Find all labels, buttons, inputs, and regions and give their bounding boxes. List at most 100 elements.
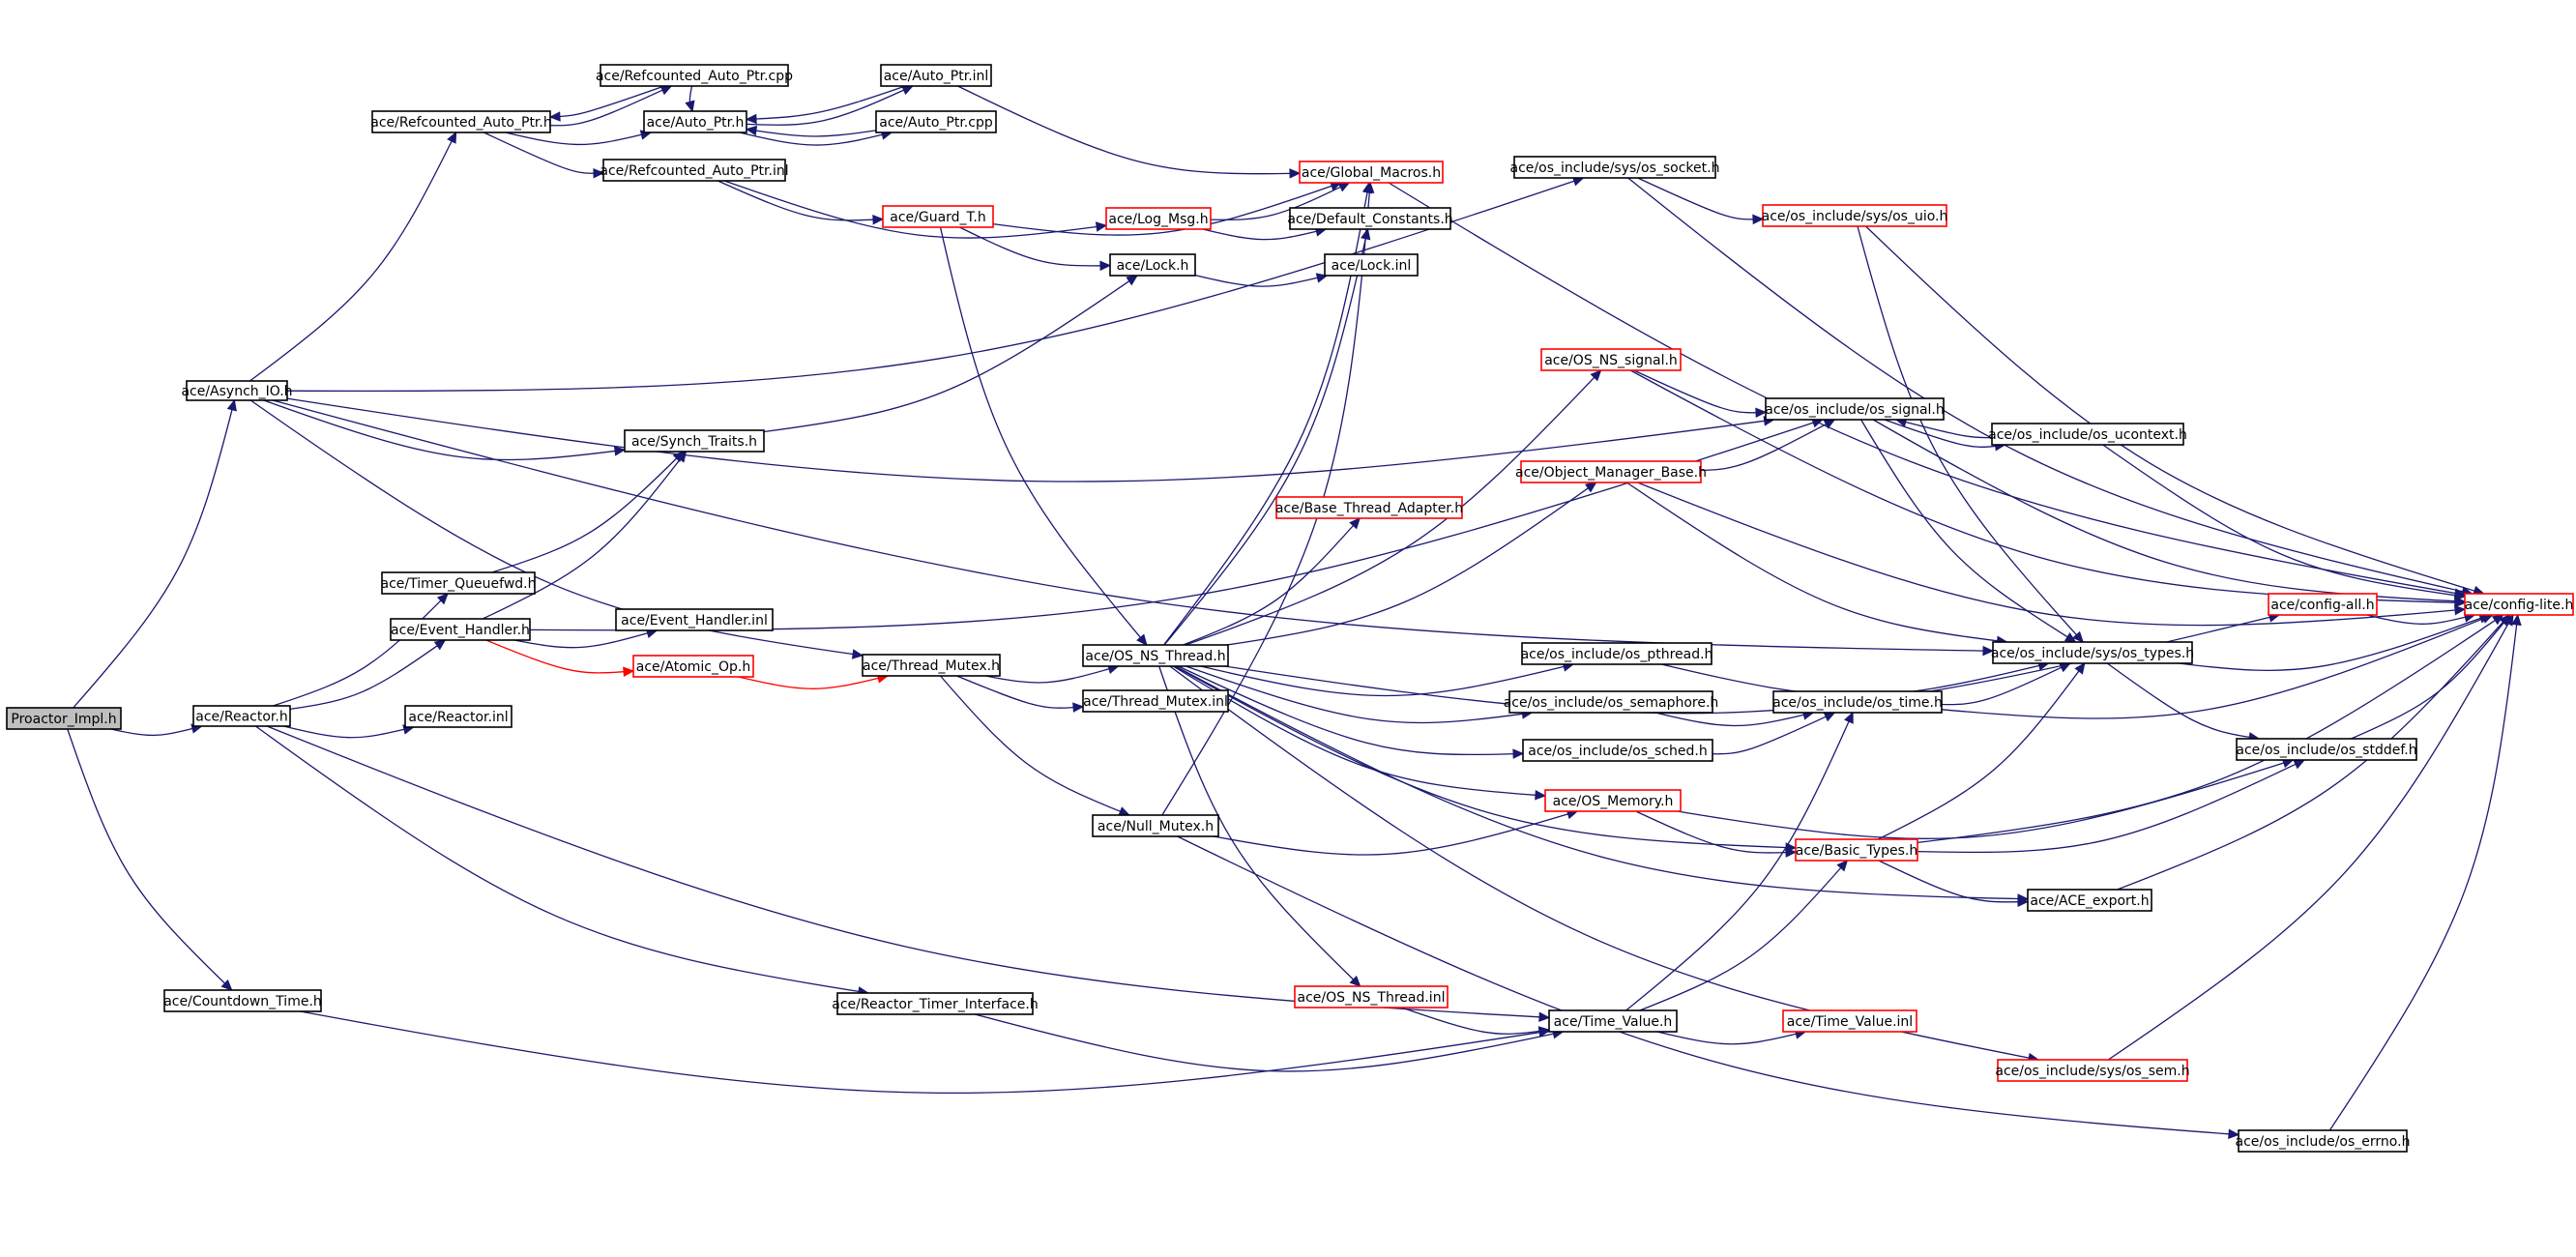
edge-proactor_impl-to-countdown_time — [67, 728, 233, 991]
node-event-handler-inl[interactable]: ace/Event_Handler.inl — [615, 608, 774, 631]
edge-arrowhead — [1538, 1011, 1551, 1023]
edge-line — [255, 725, 860, 993]
edge-line — [1224, 616, 2270, 715]
edge-line — [1884, 419, 1996, 448]
node-os-uio[interactable]: ace/os_include/sys/os_uio.h — [1762, 204, 1948, 227]
node-null-mutex[interactable]: ace/Null_Mutex.h — [1092, 814, 1219, 837]
node-label: ace/Atomic_Op.h — [636, 659, 750, 675]
node-os-socket[interactable]: ace/os_include/sys/os_socket.h — [1510, 156, 1720, 179]
node-os-types[interactable]: ace/os_include/sys/os_types.h — [1991, 641, 2194, 664]
node-os-ucontext[interactable]: ace/os_include/os_ucontext.h — [1988, 423, 2187, 446]
edge-os_signal-to-config_lite — [1872, 419, 2467, 606]
node-default-constants[interactable]: ace/Default_Constants.h — [1287, 207, 1453, 230]
edge-line — [1178, 665, 1514, 756]
node-basic-types[interactable]: ace/Basic_Types.h — [1795, 838, 1918, 862]
node-thread-mutex-inl[interactable]: ace/Thread_Mutex.inl — [1082, 689, 1229, 713]
node-thread-mutex-h[interactable]: ace/Thread_Mutex.h — [862, 654, 1001, 677]
node-label: ace/Time_Value.h — [1554, 1014, 1673, 1030]
node-os-ns-signal[interactable]: ace/OS_NS_signal.h — [1540, 348, 1682, 371]
edge-refcounted_auto_ptr_inl-to-log_msg — [723, 180, 1108, 239]
node-object-manager-base[interactable]: ace/Object_Manager_Base.h — [1515, 460, 1707, 483]
node-box — [1082, 644, 1229, 667]
edge-line — [1210, 186, 1341, 220]
edge-line — [1175, 665, 2019, 900]
node-reactor-timer-interface[interactable]: ace/Reactor_Timer_Interface.h — [832, 992, 1039, 1015]
node-event-handler[interactable]: ace/Event_Handler.h — [390, 618, 531, 641]
node-os-pthread[interactable]: ace/os_include/os_pthread.h — [1521, 642, 1713, 665]
node-reactor[interactable]: ace/Reactor.h — [192, 705, 291, 727]
edge-line — [2366, 614, 2466, 625]
edge-line — [263, 399, 616, 461]
node-log-msg[interactable]: ace/Log_Msg.h — [1105, 207, 1212, 230]
node-os-ns-thread-h[interactable]: ace/OS_NS_Thread.h — [1082, 644, 1229, 667]
edge-arrowhead — [745, 125, 758, 136]
node-proactor-impl[interactable]: Proactor_Impl.h — [6, 707, 122, 730]
node-auto-ptr-h[interactable]: ace/Auto_Ptr.h — [643, 110, 747, 133]
node-ace-export[interactable]: ace/ACE_export.h — [2027, 889, 2152, 912]
node-synch-traits[interactable]: ace/Synch_Traits.h — [624, 429, 765, 453]
edge-line — [1865, 225, 2475, 592]
node-label: ace/Timer_Queuefwd.h — [381, 576, 537, 592]
node-refcounted-auto-ptr-inl[interactable]: ace/Refcounted_Auto_Ptr.inl — [600, 159, 789, 182]
node-box — [1109, 253, 1196, 277]
node-os-ns-thread-inl[interactable]: ace/OS_NS_Thread.inl — [1294, 985, 1449, 1009]
edge-timer_queuefwd-to-synch_traits — [491, 451, 685, 573]
node-time-value-h[interactable]: ace/Time_Value.h — [1548, 1009, 1678, 1033]
node-time-value-inl[interactable]: ace/Time_Value.inl — [1782, 1009, 1917, 1033]
edge-time_value_h-to-os_time — [1625, 711, 1854, 1011]
node-os-semaphore[interactable]: ace/os_include/os_semaphore.h — [1504, 690, 1719, 714]
edge-arrowhead — [1535, 789, 1547, 801]
edge-line — [1637, 482, 2456, 627]
node-asynch-io[interactable]: ace/Asynch_IO.h — [181, 380, 293, 401]
node-box — [163, 989, 322, 1012]
edge-line — [739, 132, 883, 146]
edge-os_ns_thread_h-to-os_sched — [1178, 665, 1525, 759]
node-lock-inl[interactable]: ace/Lock.inl — [1324, 253, 1419, 277]
edge-line — [485, 639, 625, 674]
node-auto-ptr-cpp[interactable]: ace/Auto_Ptr.cpp — [875, 110, 997, 133]
node-lock-h[interactable]: ace/Lock.h — [1109, 253, 1196, 277]
node-guard-t[interactable]: ace/Guard_T.h — [882, 205, 994, 228]
node-os-sem[interactable]: ace/os_include/sys/os_sem.h — [1995, 1059, 2190, 1082]
node-label: ace/config-all.h — [2270, 598, 2374, 613]
node-box — [1544, 789, 1682, 812]
edge-os_errno-to-config_lite — [2328, 613, 2522, 1131]
node-label: ace/Reactor_Timer_Interface.h — [832, 997, 1038, 1012]
node-atomic-op[interactable]: ace/Atomic_Op.h — [632, 655, 754, 678]
node-label: ace/Lock.h — [1117, 258, 1189, 274]
edge-arrowhead — [1095, 221, 1108, 232]
node-refcounted-auto-ptr-cpp[interactable]: ace/Refcounted_Auto_Ptr.cpp — [596, 64, 793, 87]
node-label: ace/Auto_Ptr.cpp — [879, 115, 993, 131]
node-base-thread-adapter[interactable]: ace/Base_Thread_Adapter.h — [1275, 496, 1463, 519]
node-label: ace/os_include/sys/os_uio.h — [1762, 209, 1948, 224]
node-os-sched[interactable]: ace/os_include/os_sched.h — [1522, 739, 1713, 762]
node-auto-ptr-inl[interactable]: ace/Auto_Ptr.inl — [880, 64, 992, 87]
node-os-signal[interactable]: ace/os_include/os_signal.h — [1765, 397, 1945, 421]
node-reactor-inl[interactable]: ace/Reactor.inl — [404, 705, 512, 728]
node-config-lite[interactable]: ace/config-lite.h — [2464, 593, 2574, 616]
edge-line — [974, 1013, 1554, 1072]
edge-auto_ptr_cpp-to-auto_ptr_h — [745, 125, 877, 137]
node-box — [404, 705, 512, 728]
node-countdown-time[interactable]: ace/Countdown_Time.h — [163, 989, 322, 1012]
node-timer-queuefwd[interactable]: ace/Timer_Queuefwd.h — [381, 571, 537, 595]
edge-line — [1177, 835, 2230, 1135]
node-label: ace/Global_Macros.h — [1302, 165, 1441, 181]
node-os-stddef[interactable]: ace/os_include/os_stddef.h — [2236, 738, 2417, 761]
edge-line — [1857, 225, 2077, 636]
node-box — [1795, 838, 1918, 862]
node-box — [381, 571, 536, 595]
node-global-macros[interactable]: ace/Global_Macros.h — [1299, 161, 1444, 184]
edge-line — [2351, 622, 2505, 740]
node-config-all[interactable]: ace/config-all.h — [2268, 593, 2378, 616]
node-os-errno[interactable]: ace/os_include/os_errno.h — [2236, 1129, 2411, 1153]
edge-guard_t-to-global_macros — [992, 181, 1342, 236]
node-os-time[interactable]: ace/os_include/os_time.h — [1772, 690, 1943, 714]
node-box — [600, 64, 789, 87]
edge-line — [1158, 665, 1354, 980]
node-label: ace/Reactor.h — [195, 710, 287, 725]
edge-line — [483, 132, 595, 174]
node-refcounted-auto-ptr-h[interactable]: ace/Refcounted_Auto_Ptr.h — [370, 110, 552, 133]
node-box — [1275, 496, 1463, 519]
node-os-memory[interactable]: ace/OS_Memory.h — [1544, 789, 1682, 812]
